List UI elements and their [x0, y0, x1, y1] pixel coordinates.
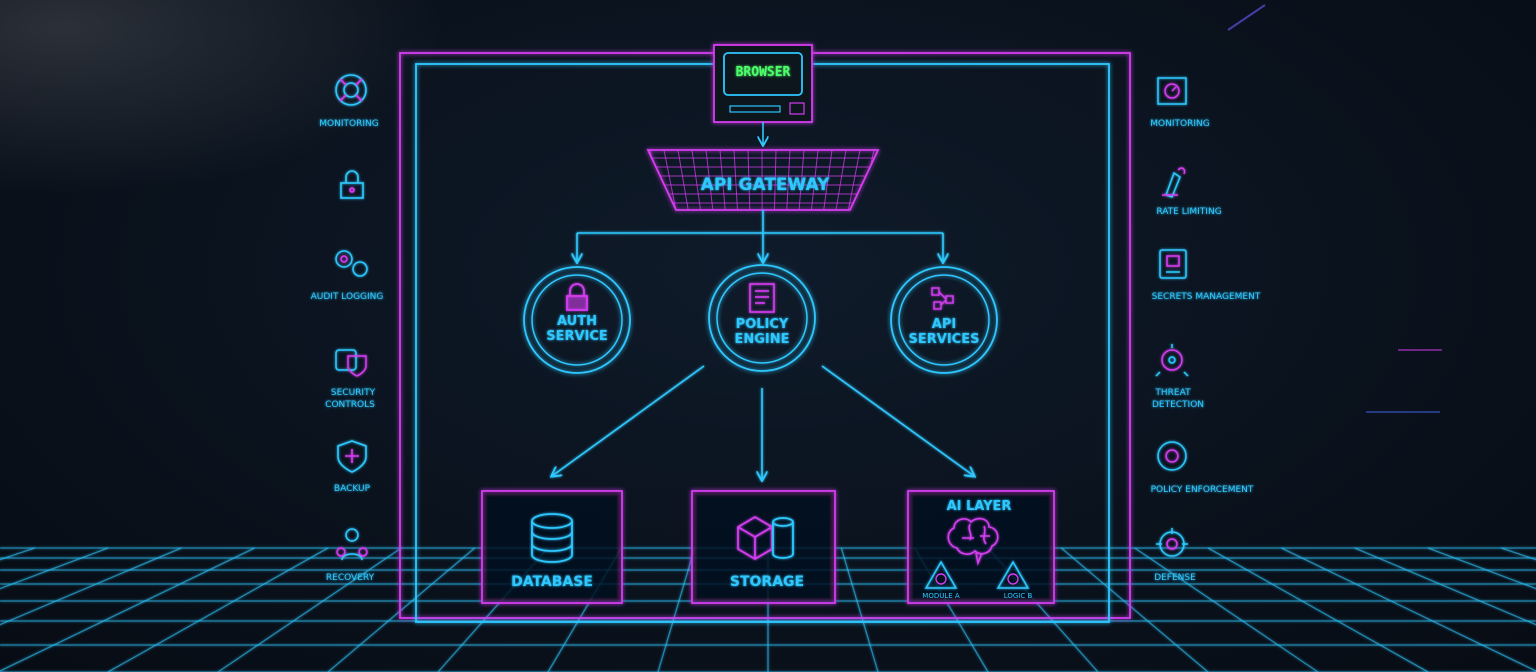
store-storage-label: STORAGE [730, 574, 804, 590]
document-icon [749, 283, 775, 313]
service-auth: AUTH SERVICE [523, 266, 631, 374]
ai-sublabel-left: MODULE A [922, 592, 960, 600]
store-storage: STORAGE [691, 490, 836, 604]
right-feature-4: POLICY ENFORCEMENT [1151, 441, 1254, 495]
store-database: DATABASE [481, 490, 623, 604]
right-feature-0: MONITORING [1150, 77, 1210, 129]
service-policy: POLICY ENGINE [708, 264, 816, 372]
target-icon [1156, 528, 1188, 557]
monitor-icon [789, 102, 805, 115]
right-feature-5-line0: DEFENSE [1154, 573, 1196, 583]
right-feature-column: MONITORING RATE LIMITING SECRETS MANAGEM… [1150, 77, 1261, 583]
right-feature-1-line0: RATE LIMITING [1156, 207, 1221, 217]
service-api-line2: SERVICES [909, 332, 980, 347]
triangle-icon-left [924, 560, 958, 589]
database-icon [531, 513, 573, 563]
lifebuoy-icon [335, 74, 367, 106]
service-auth-line2: SERVICE [546, 329, 608, 344]
policy-branches [552, 365, 974, 480]
left-feature-column: MONITORING AUDIT LOGGING SECURITY CONT [311, 74, 384, 583]
ai-sublabel-right: LOGIC B [1004, 592, 1033, 600]
service-api: API SERVICES [890, 266, 998, 374]
dashboard-icon [1157, 77, 1187, 105]
service-api-line1: API [932, 317, 956, 332]
left-feature-0: MONITORING [319, 74, 379, 129]
radar-icon [1155, 344, 1189, 377]
left-feature-1 [340, 170, 364, 199]
api-gateway-label: API GATEWAY [701, 175, 830, 195]
browser-node [713, 44, 813, 123]
lock-icon [566, 283, 588, 311]
left-feature-5-line0: RECOVERY [326, 573, 375, 583]
store-database-label: DATABASE [511, 574, 593, 590]
gateway-branches [577, 210, 943, 262]
left-feature-4: BACKUP [334, 440, 371, 494]
brain-icon [947, 517, 999, 566]
right-feature-3: THREAT DETECTION [1152, 344, 1204, 410]
left-feature-3-line0: SECURITY [331, 388, 376, 398]
decorative-streaks [1227, 4, 1442, 413]
store-ai-layer: AI LAYER MODULE A LOGIC B [907, 490, 1055, 604]
right-feature-3-line0: THREAT [1154, 388, 1191, 398]
left-feature-5: RECOVERY [326, 528, 375, 583]
service-policy-line2: ENGINE [734, 332, 789, 347]
store-ai-label: AI LAYER [947, 499, 1012, 514]
left-feature-0-line0: MONITORING [319, 119, 378, 129]
shield-stack-icon [335, 349, 367, 377]
gears-icon [335, 250, 368, 277]
left-feature-4-line0: BACKUP [334, 484, 371, 494]
left-feature-2-line0: AUDIT LOGGING [311, 292, 384, 302]
keycard-icon [1159, 249, 1187, 279]
left-feature-2: AUDIT LOGGING [311, 250, 384, 302]
people-icon [336, 528, 368, 561]
right-feature-0-line0: MONITORING [1150, 119, 1209, 129]
service-policy-line1: POLICY [736, 317, 789, 332]
right-feature-1: RATE LIMITING [1156, 167, 1222, 217]
right-feature-3-line1: DETECTION [1152, 400, 1204, 410]
browser-label: BROWSER [736, 65, 791, 80]
gear-shield-icon [1157, 441, 1187, 471]
storage-icon [737, 515, 794, 561]
left-feature-3-line1: CONTROLS [325, 400, 375, 410]
right-feature-2-line0: SECRETS MANAGEMENT [1152, 292, 1261, 302]
padlock-icon [340, 170, 364, 199]
shield-plus-icon [337, 440, 367, 473]
api-gateway-node [646, 149, 880, 211]
triangle-icon-right [996, 560, 1030, 589]
pen-tool-icon [1162, 167, 1186, 198]
network-icon [931, 287, 954, 310]
right-feature-2: SECRETS MANAGEMENT [1152, 249, 1261, 302]
right-feature-5: DEFENSE [1154, 528, 1196, 583]
service-auth-line1: AUTH [557, 314, 597, 329]
left-feature-3: SECURITY CONTROLS [325, 349, 376, 410]
right-feature-4-line0: POLICY ENFORCEMENT [1151, 485, 1254, 495]
